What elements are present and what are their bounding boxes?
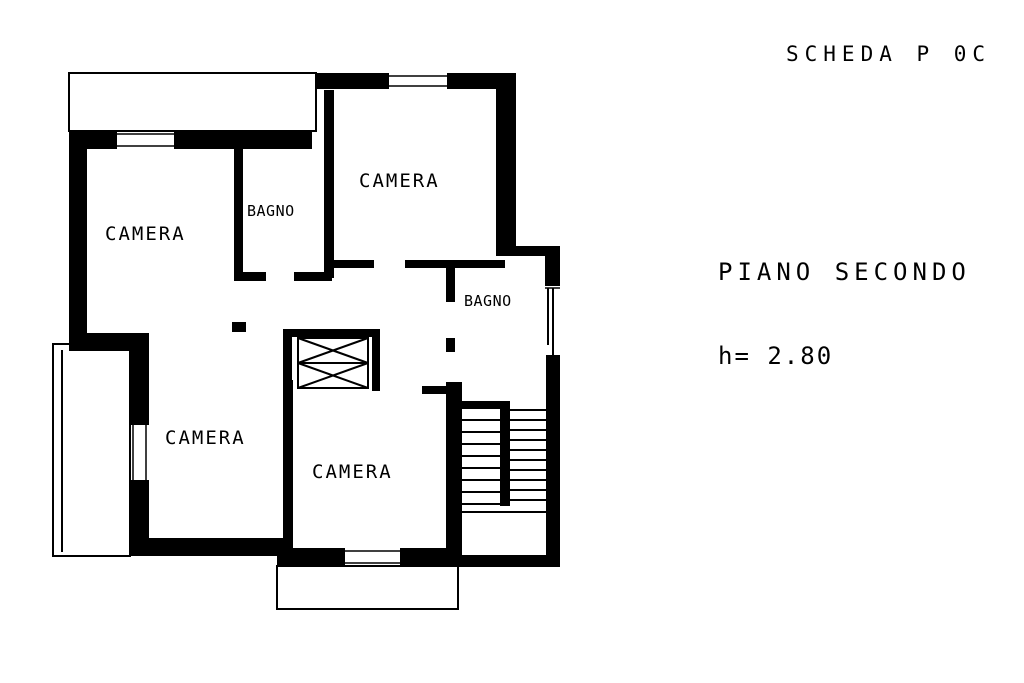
- room-label-camera-s: CAMERA: [312, 461, 393, 483]
- room-label-camera-ne: CAMERA: [359, 170, 440, 192]
- room-label-bagno-n: BAGNO: [247, 202, 295, 220]
- shaft-crosses: [297, 337, 369, 389]
- floor-label: PIANO SECONDO: [718, 258, 971, 286]
- balcony-south: [276, 565, 459, 610]
- room-label-camera-sw: CAMERA: [165, 427, 246, 449]
- room-label-bagno-e: BAGNO: [464, 292, 512, 310]
- exterior-walls: [69, 73, 560, 567]
- room-label-camera-nw: CAMERA: [105, 223, 186, 245]
- sheet-label: SCHEDA P 0C: [786, 42, 992, 66]
- staircase: [462, 288, 554, 513]
- interior-walls: [232, 90, 510, 557]
- windows: [117, 75, 560, 564]
- ceiling-height-label: h= 2.80: [718, 342, 834, 370]
- balcony-north: [68, 72, 317, 132]
- balcony-west: [52, 343, 131, 557]
